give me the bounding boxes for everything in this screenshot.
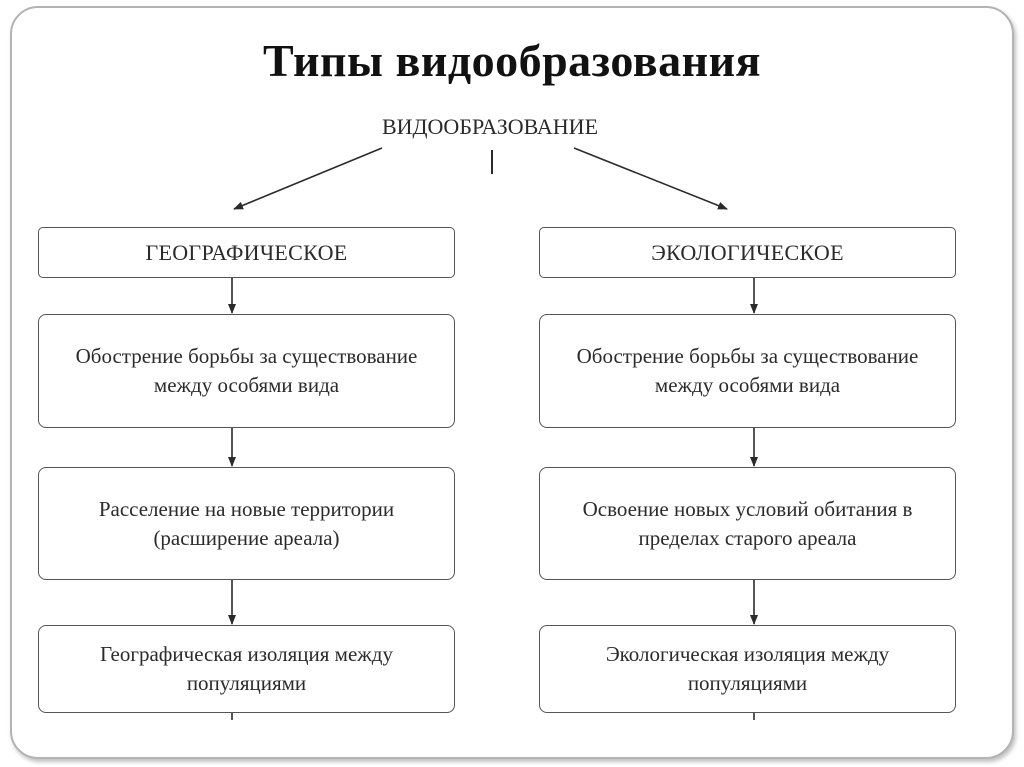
branch-ecological-header: ЭКОЛОГИЧЕСКОЕ [539,227,956,278]
ecological-step-2: Освоение новых условий обитания в предел… [539,467,956,580]
ecological-step-3: Экологическая изоляция между популяциями [539,625,956,713]
ecological-step-1: Обострение борьбы за существование между… [539,314,956,428]
branch-geographic-header: ГЕОГРАФИЧЕСКОЕ [38,227,455,278]
geographic-step-2: Расселение на новые территории (расширен… [38,467,455,580]
geographic-step-3: Географическая изоляция между популяциям… [38,625,455,713]
slide-title: Типы видообразования [263,35,761,86]
arrow-root-to-right [573,147,728,210]
arrow-root-to-left [233,147,383,210]
geographic-step-1: Обострение борьбы за существование между… [38,314,455,428]
root-node: ВИДООБРАЗОВАНИЕ [381,114,599,139]
